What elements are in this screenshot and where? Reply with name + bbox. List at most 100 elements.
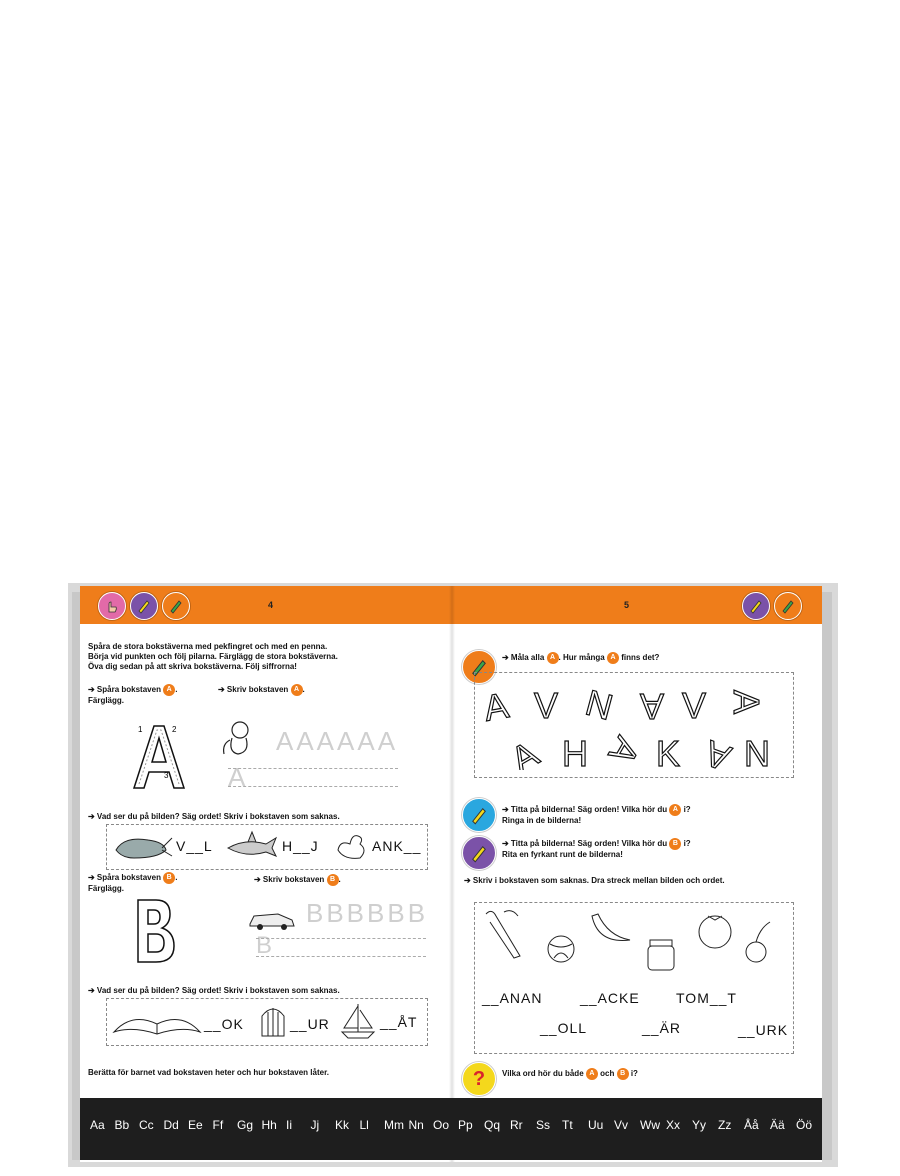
svg-text:A: A xyxy=(482,684,511,729)
birdcage-icon xyxy=(258,1002,288,1040)
book-icon xyxy=(112,1004,202,1038)
word-b-1[interactable]: __OK xyxy=(204,1016,244,1032)
svg-text:A: A xyxy=(504,733,545,770)
alphabet-letter: Ww xyxy=(640,1118,660,1132)
writing-line xyxy=(228,786,398,787)
pencil-task-icon xyxy=(462,650,496,684)
alphabet-letter: Ll xyxy=(359,1118,369,1132)
match-box xyxy=(474,902,794,1054)
alphabet-letter: Kk xyxy=(335,1118,350,1132)
practice-row-a[interactable]: AAAAAA xyxy=(276,726,399,756)
letter-badge: A xyxy=(290,684,303,696)
svg-text:1: 1 xyxy=(138,725,143,734)
trace-b-instruction: ➔ Spåra bokstaven B. xyxy=(88,872,178,884)
alphabet-letter: Nn xyxy=(408,1118,424,1132)
intro-line-2: Börja vid punkten och följ pilarna. Färg… xyxy=(88,652,338,661)
alphabet-letter: Qq xyxy=(484,1118,501,1132)
words-box-b xyxy=(106,998,428,1046)
pencil-circle-icon xyxy=(462,798,496,832)
word-a-2[interactable]: H__J xyxy=(282,838,319,854)
jar-icon xyxy=(646,938,676,972)
cherry-icon xyxy=(742,920,778,964)
pencil-green-icon xyxy=(162,592,190,620)
match-word-5[interactable]: __ÄR xyxy=(642,1020,682,1036)
duck-icon xyxy=(334,828,370,864)
alphabet-letter: Bb xyxy=(114,1118,130,1132)
footer-note: Berätta för barnet vad bokstaven heter o… xyxy=(88,1068,329,1077)
alphabet-letter: Mm xyxy=(384,1118,404,1132)
letter-badge: A xyxy=(585,1068,598,1080)
alphabet-letter: Ii xyxy=(286,1118,292,1132)
letter-badge: B xyxy=(669,838,682,850)
task1-instruction: ➔ Måla alla A. Hur många A finns det? xyxy=(502,652,660,664)
page-edges-right xyxy=(822,592,832,1160)
shark-icon xyxy=(226,830,278,862)
letter-badge: A xyxy=(546,652,559,664)
alphabet-letter: Ss xyxy=(536,1118,551,1132)
word-b-3[interactable]: __ÅT xyxy=(380,1014,418,1030)
alphabet-letter: Cc xyxy=(139,1118,154,1132)
alphabet-letter: Oo xyxy=(433,1118,450,1132)
match-word-1[interactable]: __ANAN xyxy=(482,990,543,1006)
alphabet-letter: Zz xyxy=(718,1118,732,1132)
finger-trace-icon xyxy=(98,592,126,620)
alphabet-letter: Ff xyxy=(212,1118,224,1132)
svg-text:V: V xyxy=(682,685,706,726)
match-word-6[interactable]: __URK xyxy=(738,1022,789,1038)
big-letter-a[interactable]: 1 2 3 xyxy=(124,718,194,792)
write-b-instruction: ➔ Skriv bokstaven B. xyxy=(254,874,341,886)
question-b: ➔ Vad ser du på bilden? Säg ordet! Skriv… xyxy=(88,986,340,995)
letter-badge: A xyxy=(606,652,619,664)
alphabet-letter: Xx xyxy=(666,1118,681,1132)
svg-text:2: 2 xyxy=(172,725,177,734)
alphabet-letter: Rr xyxy=(510,1118,523,1132)
alphabet-letter: Hh xyxy=(261,1118,277,1132)
alphabet-letter: Jj xyxy=(310,1118,320,1132)
match-word-3[interactable]: TOM__T xyxy=(676,990,737,1006)
letter-badge: B xyxy=(326,874,339,886)
svg-text:A: A xyxy=(640,686,664,727)
match-word-4[interactable]: __OLL xyxy=(540,1020,588,1036)
ball-icon xyxy=(546,934,576,964)
practice-row-b[interactable]: BBBBBB xyxy=(306,898,429,928)
task2-instruction: ➔ Titta på bilderna! Säg orden! Vilka hö… xyxy=(502,804,691,816)
svg-text:N: N xyxy=(581,682,617,728)
left-page: 4 Spåra de stora bokstäverna med pekfing… xyxy=(80,586,452,1162)
word-b-2[interactable]: __UR xyxy=(290,1016,330,1032)
alphabet-letter: Vv xyxy=(614,1118,629,1132)
letter-badge: B xyxy=(616,1068,629,1080)
alphabet-letter: Tt xyxy=(562,1118,573,1132)
word-a-1[interactable]: V__L xyxy=(176,838,213,854)
letter-box xyxy=(474,672,794,778)
alphabet-letter: Dd xyxy=(163,1118,179,1132)
tomato-icon xyxy=(694,908,736,950)
alphabet-letter: Uu xyxy=(588,1118,604,1132)
alphabet-letter: Aa xyxy=(90,1118,105,1132)
alphabet-letter: Åå xyxy=(744,1118,759,1132)
intro-line-1: Spåra de stora bokstäverna med pekfingre… xyxy=(88,642,328,651)
monkey-icon xyxy=(218,718,258,758)
task2-second: Ringa in de bilderna! xyxy=(502,816,582,825)
svg-text:N: N xyxy=(744,733,770,770)
trace-b-color: Färglägg. xyxy=(88,884,125,893)
alphabet-letter: Gg xyxy=(237,1118,254,1132)
intro-line-3: Öva dig sedan på att skriva bokstäverna.… xyxy=(88,662,297,671)
pencil-green-icon xyxy=(774,592,802,620)
page-number: 5 xyxy=(624,600,630,610)
svg-text:H: H xyxy=(562,733,588,770)
big-letter-b[interactable] xyxy=(132,896,176,966)
writing-line xyxy=(256,956,426,957)
banana-icon xyxy=(588,910,634,950)
pencil-purple-icon xyxy=(742,592,770,620)
rotated-letters[interactable]: A V N A V A A H A K A N xyxy=(480,681,782,781)
practice-start-a[interactable]: A xyxy=(228,762,246,792)
writing-line xyxy=(256,938,426,939)
svg-text:A: A xyxy=(699,732,736,770)
right-page: 5 ➔ Måla alla A. Hur många A finns det? … xyxy=(452,586,822,1162)
match-word-2[interactable]: __ACKE xyxy=(580,990,640,1006)
word-a-3[interactable]: ANK__ xyxy=(372,838,422,854)
alphabet-letter: Ää xyxy=(770,1118,785,1132)
trace-a-instruction: ➔ Spåra bokstaven A. xyxy=(88,684,178,696)
question-a: ➔ Vad ser du på bilden? Säg ordet! Skriv… xyxy=(88,812,340,821)
